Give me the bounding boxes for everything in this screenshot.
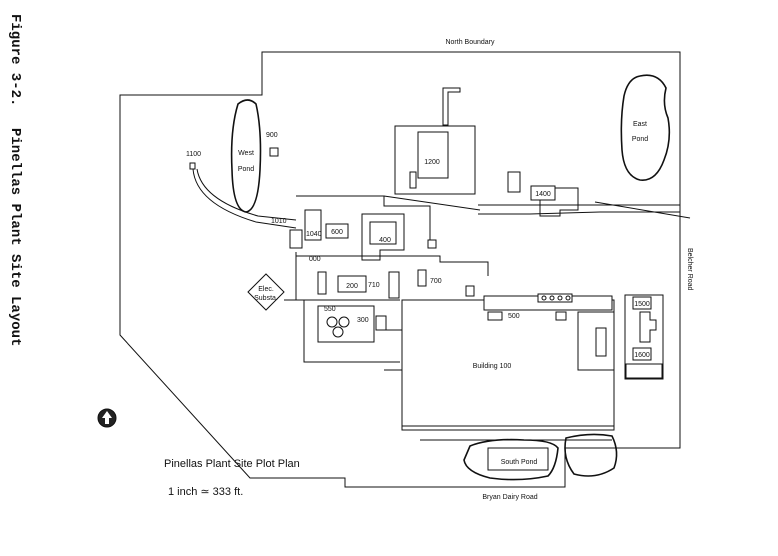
building-200 (337, 275, 367, 293)
west-service-road (303, 300, 400, 363)
building-1400 (530, 185, 556, 201)
building-550-label: 550 (324, 306, 336, 313)
building-1040 (304, 209, 322, 241)
central-road (383, 195, 481, 211)
south-pond-inner (487, 447, 549, 471)
site-boundary (119, 51, 681, 488)
tank-500-1 (541, 295, 547, 301)
north-arrow-icon (97, 408, 117, 428)
building-600 (325, 223, 349, 239)
building-1600 (632, 347, 652, 361)
building-500-annex-1 (487, 311, 503, 321)
walkway-1100 (192, 168, 297, 229)
figure-number: Figure 3-2. (7, 14, 23, 106)
building-1010 (289, 229, 303, 249)
tank-500-3 (557, 295, 563, 301)
building-500-tanks (537, 293, 573, 303)
east-pond-label-1: East (633, 121, 647, 128)
building-1400-label: 1400 (535, 191, 551, 198)
south-pond-east (564, 433, 618, 477)
west-pond-label-1: West (238, 150, 254, 157)
building-1200 (417, 131, 449, 179)
building-500-label: 500 (508, 313, 520, 320)
building-100-label: Building 100 (473, 363, 512, 370)
building-900 (269, 147, 279, 157)
tank-500-2 (549, 295, 555, 301)
building-710 (388, 271, 400, 299)
building-400-outer (361, 213, 405, 261)
west-pond-label-2: Pond (238, 166, 254, 173)
tank-3 (332, 326, 344, 338)
central-cluster-road (296, 195, 431, 240)
east-access-road-3 (594, 201, 691, 219)
building-1100-label: 1100 (186, 151, 201, 158)
building-700-label: 700 (430, 278, 442, 285)
building-400-label: 400 (379, 237, 391, 244)
building-300 (375, 315, 387, 331)
west-pond (230, 99, 262, 213)
building-700 (417, 269, 427, 287)
building-100-service-road (401, 370, 615, 431)
east-access-road-2 (478, 211, 680, 215)
building-000-label: 000 (309, 256, 321, 263)
figure-title: Pinellas Plant Site Layout (7, 128, 23, 346)
electrical-substation (247, 273, 285, 311)
building-1500 (632, 296, 652, 310)
building-1200-label: 1200 (424, 159, 440, 166)
plot-plan-scale: 1 inch ≃ 333 ft. (168, 486, 243, 498)
east-pond-label-2: Pond (632, 136, 648, 143)
building-1600-label: 1600 (634, 352, 650, 359)
plot-plan-title: Pinellas Plant Site Plot Plan (164, 458, 300, 470)
building-900-label: 900 (266, 132, 278, 139)
building-400-annex (427, 239, 437, 249)
east-pond (620, 74, 671, 181)
substation-label-1: Elec. (258, 286, 274, 293)
building-300-label: 300 (357, 317, 369, 324)
building-700-annex (465, 285, 475, 297)
building-1100 (189, 162, 196, 170)
building-1500-1600-link (639, 311, 657, 343)
building-200-annex (317, 271, 327, 295)
belcher-road-label: Belcher Road (686, 248, 693, 291)
building-200-label: 200 (346, 283, 358, 290)
building-1400-wing (539, 187, 579, 217)
building-1200-annex (409, 171, 417, 189)
building-1040-label: 1040 (306, 231, 322, 238)
walkway-1100-b (196, 168, 297, 221)
tank-500-4 (565, 295, 571, 301)
building-1400-annex (507, 171, 521, 193)
substation-label-2: Substa. (254, 295, 278, 302)
building-1500-label: 1500 (634, 301, 650, 308)
tank-1 (326, 316, 338, 328)
tank-2 (338, 316, 350, 328)
building-500-annex-2 (555, 311, 567, 321)
building-100-access (384, 329, 402, 371)
north-road-spur (442, 87, 461, 126)
building-400 (369, 221, 397, 245)
south-pond-label: South Pond (501, 459, 538, 466)
building-710-label: 710 (368, 282, 380, 289)
bryan-dairy-road-label: Bryan Dairy Road (482, 494, 537, 501)
building-1600-annex (625, 363, 663, 379)
cluster-connector (295, 252, 489, 300)
building-600-label: 600 (331, 229, 343, 236)
building-100-east-annex (595, 327, 607, 357)
north-boundary-label: North Boundary (445, 39, 495, 46)
building-1010-label: 1010 (271, 218, 287, 225)
